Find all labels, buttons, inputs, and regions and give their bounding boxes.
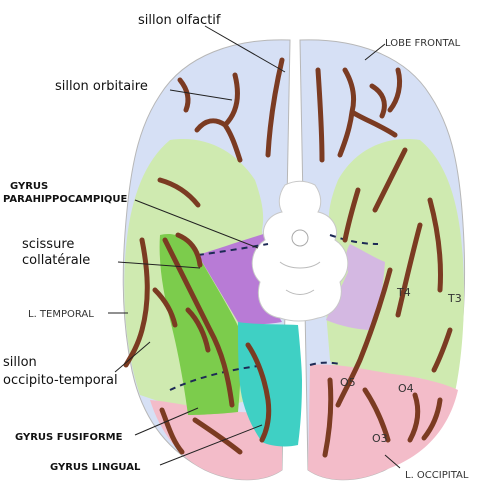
- collateral-sulcus-left: [175, 232, 203, 268]
- labels: sillon olfactif sillon orbitaire LOBE FR…: [3, 13, 469, 481]
- temporal-sulcus-right-3: [395, 222, 423, 318]
- label-lobe-frontal: LOBE FRONTAL: [385, 38, 461, 49]
- temporal-sulcus-right-1: [372, 147, 408, 213]
- temporal-sulcus-right-4: [431, 327, 453, 373]
- left-temporo-occipital-boundary: [169, 365, 259, 391]
- temporal-sulcus-left-3: [185, 307, 211, 353]
- leader-scissure-collaterale: [117, 261, 201, 269]
- right-temporo-occipital-boundary: [309, 361, 341, 366]
- label-sillon-orbitaire: sillon orbitaire: [55, 79, 148, 94]
- brainstem: [251, 180, 349, 322]
- label-gyrus-parahippocampique-1: GYRUS: [10, 181, 48, 192]
- right-parahippocampal-gyrus: [326, 244, 385, 330]
- leader-l-occipital: [384, 454, 401, 469]
- occipital-sulcus-right-4: [421, 397, 443, 441]
- label-o5: O5: [340, 376, 356, 389]
- frontal-sulcus-right-2: [387, 67, 403, 113]
- label-scissure-collaterale-1: scissure: [22, 237, 74, 252]
- label-sillon-occipito-temporal-1: sillon: [3, 355, 37, 370]
- orbital-sulcus-right: [337, 67, 398, 158]
- dashed-boundaries: [169, 234, 379, 391]
- temporal-sulcus-right-5: [342, 187, 361, 243]
- temporal-sulcus-left-4: [152, 287, 178, 328]
- leader-gyrus-fusiforme: [134, 407, 199, 436]
- label-t3: T3: [447, 292, 462, 305]
- label-sillon-occipito-temporal-2: occipito-temporal: [3, 373, 118, 388]
- leader-lines: [108, 25, 401, 469]
- label-gyrus-lingual: GYRUS LINGUAL: [50, 462, 141, 473]
- left-occipital-lobe: [150, 400, 282, 480]
- brainstem-shape: [251, 180, 349, 322]
- label-gyrus-parahippocampique-2: PARAHIPPOCAMPIQUE: [3, 194, 128, 205]
- left-temporo-frontal-boundary: [197, 243, 269, 256]
- label-l-temporal: L. TEMPORAL: [28, 309, 94, 320]
- leader-gyrus-parahippocampique: [134, 199, 259, 249]
- frontal-sulcus-left-2: [177, 77, 191, 113]
- label-l-occipital: L. OCCIPITAL: [405, 470, 469, 481]
- occipital-sulcus-right-3: [407, 392, 421, 443]
- occipital-sulcus-left-1: [192, 417, 243, 455]
- occipital-sulcus-right-1: [322, 377, 334, 458]
- label-o4: O4: [398, 382, 414, 395]
- label-o3: O3: [372, 432, 388, 445]
- brainstem-circle: [291, 229, 309, 247]
- occipital-sulcus-right-2: [362, 387, 391, 443]
- collateral-sulcus-right: [335, 267, 393, 408]
- frontal-sulcus-right-3: [369, 83, 387, 119]
- leader-sillon-occipito-temporal: [114, 341, 151, 373]
- label-t4: T4: [396, 286, 411, 299]
- leader-gyrus-lingual: [159, 424, 263, 466]
- orbital-sulcus-left: [194, 72, 243, 163]
- lingual-sulcus-left: [245, 342, 272, 443]
- brainstem-lines: [279, 261, 321, 295]
- temporal-sulcus-right-2: [427, 197, 443, 293]
- label-gyrus-fusiforme: GYRUS FUSIFORME: [15, 432, 123, 443]
- leader-lobe-frontal: [364, 43, 386, 61]
- occipital-sulcus-left-2: [159, 407, 185, 455]
- occipito-temporal-sulcus-left: [162, 237, 235, 408]
- label-scissure-collaterale-2: collatérale: [22, 253, 90, 268]
- leader-sillon-olfactif: [204, 25, 286, 73]
- olfactory-sulcus-right: [315, 67, 325, 163]
- temporal-sulcus-left-1: [157, 177, 201, 208]
- right-temporo-frontal-boundary: [329, 234, 379, 245]
- leader-sillon-orbitaire: [169, 89, 233, 101]
- label-sillon-olfactif: sillon olfactif: [138, 13, 221, 28]
